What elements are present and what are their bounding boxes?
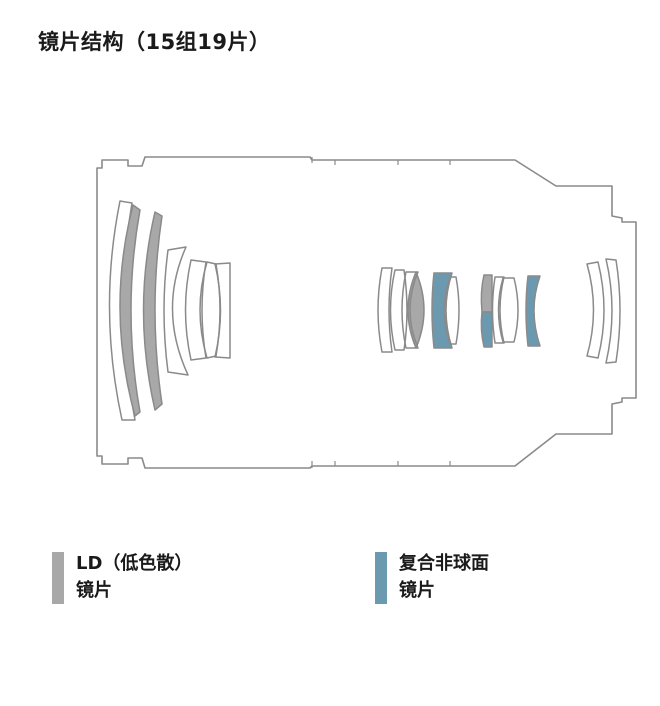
legend-swatch-hybrid-aspherical (375, 552, 387, 604)
lens-element-13 (443, 276, 460, 345)
middle-lens-group (377, 267, 541, 353)
legend-swatch-ld (52, 552, 64, 604)
hybrid-aspherical-lens-element-3 (525, 275, 541, 347)
ld-lens-element-1 (119, 204, 141, 417)
legend-label-ld-line1: LD（低色散） (76, 553, 193, 574)
lens-element-4 (163, 246, 189, 376)
lens-element-11 (401, 271, 419, 349)
barrel-joints (311, 157, 451, 468)
hybrid-aspherical-lens-element-2 (480, 311, 493, 348)
hybrid-aspherical-lens-element-1 (431, 272, 453, 349)
lens-element-7 (214, 262, 231, 359)
lens-element-17 (497, 277, 519, 343)
ld-lens-element-4 (480, 274, 493, 313)
legend-label-asph-line2: 镜片 (399, 580, 435, 601)
legend-item-hybrid-aspherical-lens: 复合非球面 镜片 (375, 552, 489, 604)
lens-element-16 (491, 276, 505, 344)
ld-lens-element-2 (142, 211, 163, 411)
legend-label-asph-line1: 复合非球面 (399, 553, 489, 574)
front-lens-group (108, 200, 231, 421)
lens-element-9 (389, 269, 408, 351)
legend-item-ld-lens: LD（低色散） 镜片 (52, 552, 192, 604)
lens-element-19 (586, 261, 605, 359)
lens-barrel-outline (96, 156, 637, 469)
lens-element-20 (605, 258, 621, 364)
rear-lens-group (586, 258, 621, 364)
lens-element-8 (377, 267, 393, 353)
page-title: 镜片结构（15组19片） (38, 30, 271, 54)
lens-element-5 (184, 259, 207, 361)
legend-label-ld-line2: 镜片 (76, 580, 112, 601)
